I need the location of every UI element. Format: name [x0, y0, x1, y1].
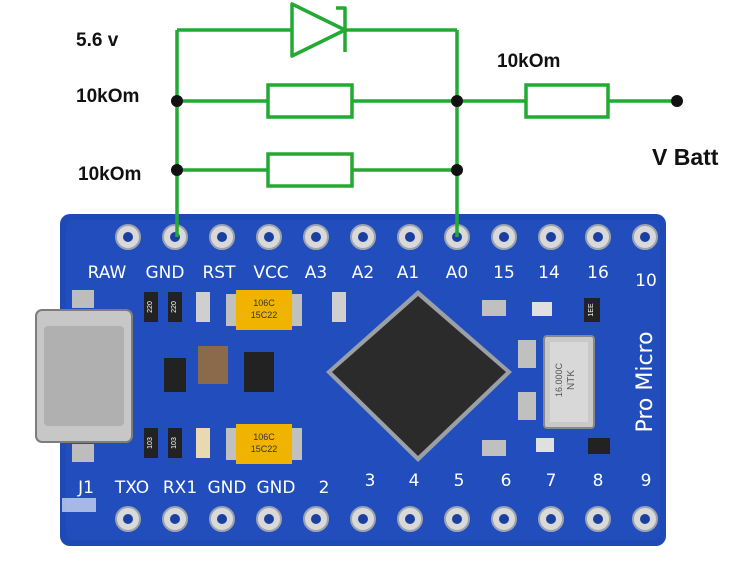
pin-label-10: 10	[635, 271, 657, 291]
usb-connector	[35, 290, 133, 462]
board-name: Pro Micro	[633, 331, 658, 432]
pin-label-2: 2	[319, 478, 330, 498]
pin-label-15: 15	[493, 263, 515, 283]
pin-label-rx1: RX1	[163, 478, 197, 498]
resistor-code-label: 220	[171, 301, 178, 313]
pin-label-vcc: VCC	[253, 263, 288, 283]
junction-node	[171, 164, 183, 176]
pin-label-3: 3	[365, 471, 376, 491]
capacitor-value-label: 106C	[253, 298, 275, 308]
bottom-pin-labels: J1 TXO RX1 GND GND 2 3 4 5 6 7 8 9	[77, 471, 651, 498]
battery-label: V Batt	[652, 144, 719, 170]
crystal-brand-label: NTK	[566, 370, 577, 390]
smd-misc-parts	[62, 292, 610, 512]
zener-label: 5.6 v	[76, 30, 119, 51]
crystal-freq-label: 16.000C	[554, 362, 564, 397]
resistor-r1	[266, 83, 354, 119]
pin-label-14: 14	[538, 263, 560, 283]
capacitor-code-label: 15C22	[251, 310, 278, 320]
pin-label-rst: RST	[203, 263, 237, 283]
pin-label-8: 8	[593, 471, 604, 491]
pin-label-gnd: GND	[257, 478, 296, 498]
resistor-code-label: 103	[171, 437, 178, 449]
resistor-code-label: 103	[147, 437, 154, 449]
junction-nodes	[171, 95, 683, 176]
capacitor-top: 106C 15C22	[226, 290, 302, 330]
pin-label-a2: A2	[352, 263, 374, 283]
pin-label-a1: A1	[397, 263, 419, 283]
pin-label-a0: A0	[446, 263, 468, 283]
pro-micro-board: RAW GND RST VCC A3 A2 A1 A0 15 14 16 10 …	[35, 214, 666, 546]
pin-label-16: 16	[587, 263, 609, 283]
pin-label-txo: TXO	[114, 478, 149, 498]
pin-label-4: 4	[409, 471, 420, 491]
resistor-label-lower: 10kOm	[78, 164, 142, 185]
top-pin-labels: RAW GND RST VCC A3 A2 A1 A0 15 14 16 10	[88, 263, 657, 291]
resistor-r2	[266, 152, 354, 188]
pin-label-gnd: GND	[208, 478, 247, 498]
junction-node	[451, 95, 463, 107]
pin-label-5: 5	[454, 471, 465, 491]
pin-label-gnd: GND	[146, 263, 185, 283]
junction-node	[451, 164, 463, 176]
zener-diode-cathode	[336, 6, 347, 52]
resistor-label-upper: 10kOm	[76, 86, 140, 107]
pin-label-7: 7	[546, 471, 557, 491]
pin-label-a3: A3	[305, 263, 327, 283]
resistor-code-label: 1EE	[588, 303, 595, 317]
capacitor-value-label: 106C	[253, 432, 275, 442]
smd-resistors: 220 220 103 103 1EE	[144, 292, 600, 458]
zener-diode	[290, 2, 347, 58]
bottom-pin-pads	[115, 506, 658, 532]
pin-label-9: 9	[641, 471, 652, 491]
resistor-code-label: 220	[147, 301, 154, 313]
pin-label-6: 6	[501, 471, 512, 491]
pin-label-j1: J1	[77, 478, 94, 498]
top-pin-pads	[115, 224, 658, 250]
capacitor-bottom: 106C 15C22	[226, 424, 302, 464]
resistor-symbols	[266, 83, 610, 188]
battery-terminal-node	[671, 95, 683, 107]
capacitor-code-label: 15C22	[251, 444, 278, 454]
resistor-label-series: 10kOm	[497, 51, 561, 72]
resistor-series	[524, 83, 610, 119]
pin-label-raw: RAW	[88, 263, 127, 283]
junction-node	[171, 95, 183, 107]
schematic-wires	[175, 28, 677, 237]
crystal-oscillator: NTK 16.000C	[543, 335, 595, 429]
zener-diode-triangle	[290, 2, 347, 58]
mcu-chip	[326, 290, 512, 462]
